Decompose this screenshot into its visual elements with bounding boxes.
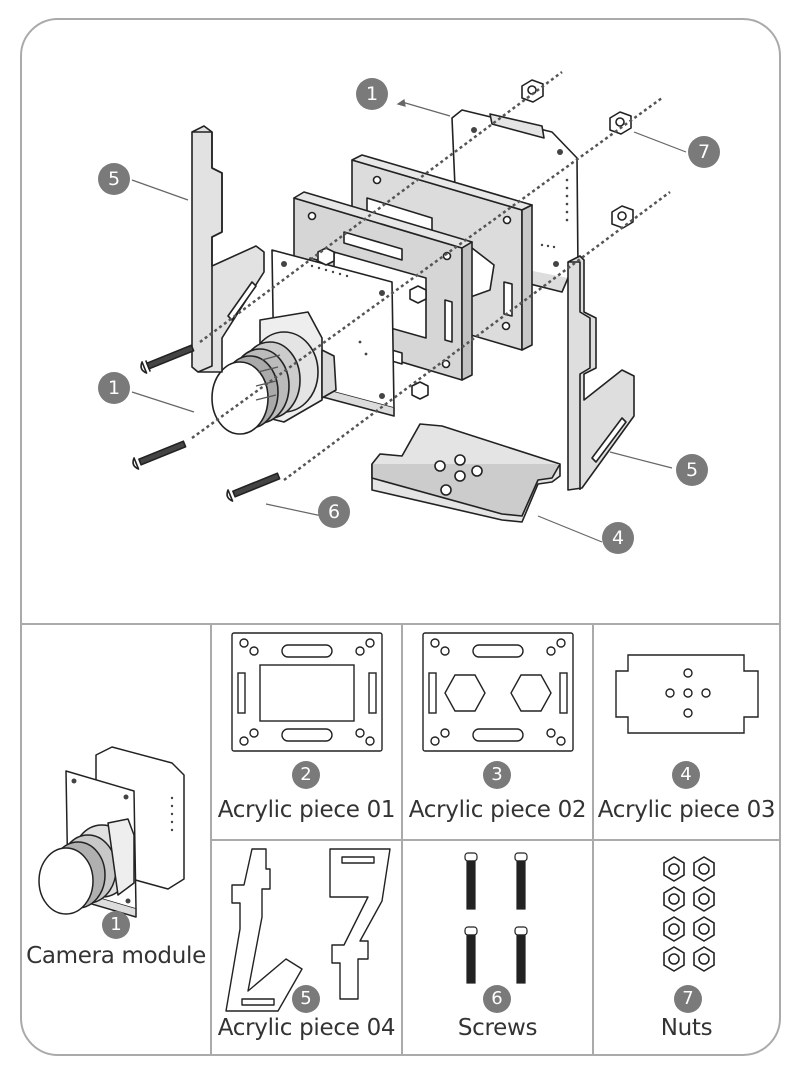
nuts-icon xyxy=(663,856,715,972)
camera-module-icon xyxy=(38,746,185,918)
part-number-badge: 3 xyxy=(483,761,511,789)
part-label: Acrylic piece 02 xyxy=(408,797,587,823)
part-acrylic-piece-03: 4 Acrylic piece 03 xyxy=(594,625,779,839)
part-screws: 6 Screws xyxy=(403,841,592,1054)
callout-1-bottom: 1 xyxy=(98,372,130,404)
part-acrylic-piece-04: 5 Acrylic piece 04 xyxy=(212,841,401,1054)
part-label: Nuts xyxy=(660,1015,713,1041)
callout-4: 4 xyxy=(602,522,634,554)
callout-5-left: 5 xyxy=(98,163,130,195)
callout-6: 6 xyxy=(318,496,350,528)
grid-top-border xyxy=(22,623,779,625)
part-acrylic-piece-01: 2 Acrylic piece 01 xyxy=(212,625,401,839)
diagram-frame: 1 7 5 1 5 6 4 xyxy=(20,18,781,1056)
screws-icon xyxy=(464,852,528,984)
part-label: Acrylic piece 04 xyxy=(217,1015,396,1041)
grid-divider xyxy=(210,623,212,1054)
part-nuts: 7 Nuts xyxy=(594,841,779,1054)
acrylic-piece-04-icon xyxy=(225,848,391,1012)
parts-grid: 1 Camera module 2 Acryli xyxy=(22,623,779,1054)
callout-1-top: 1 xyxy=(356,78,388,110)
part-camera-module: 1 Camera module xyxy=(22,623,210,1054)
part-label: Acrylic piece 03 xyxy=(597,797,776,823)
camera-lens xyxy=(211,311,337,435)
base-plate xyxy=(371,423,561,523)
grid-divider xyxy=(592,623,594,1054)
part-label: Screws xyxy=(457,1015,538,1041)
part-label: Acrylic piece 01 xyxy=(217,797,396,823)
callout-leaders xyxy=(131,98,687,543)
acrylic-piece-03-icon xyxy=(615,654,759,734)
part-number-badge: 2 xyxy=(292,761,320,789)
acrylic-piece-01-icon xyxy=(231,632,383,752)
grid-divider xyxy=(401,623,403,1054)
right-bracket xyxy=(567,255,635,491)
part-acrylic-piece-02: 3 Acrylic piece 02 xyxy=(403,625,592,839)
left-bracket xyxy=(191,125,265,373)
part-number-badge: 7 xyxy=(674,985,702,1013)
part-label: Camera module xyxy=(26,943,206,969)
part-number-badge: 4 xyxy=(672,761,700,789)
callout-5-right: 5 xyxy=(676,454,708,486)
grid-divider xyxy=(210,839,779,841)
part-number-badge: 6 xyxy=(483,985,511,1013)
part-number-badge: 1 xyxy=(102,911,130,939)
assembly-guide-lines xyxy=(191,70,671,482)
part-number-badge: 5 xyxy=(292,985,320,1013)
acrylic-piece-02-icon xyxy=(422,632,574,752)
loose-screws xyxy=(132,344,281,502)
exploded-assembly-drawing xyxy=(131,70,687,543)
callout-7: 7 xyxy=(688,136,720,168)
